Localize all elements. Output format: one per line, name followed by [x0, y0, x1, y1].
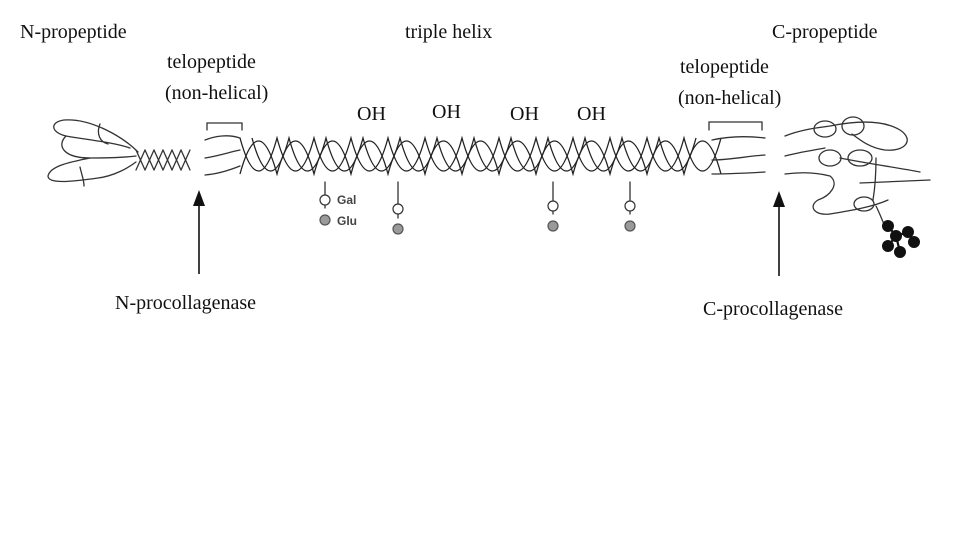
- telopeptide-left-label: telopeptide: [167, 51, 256, 73]
- glycosylation-site-1: Gal Glu: [319, 181, 357, 228]
- n-terminal-helix: [135, 149, 191, 171]
- telopeptide-right-sublabel: (non-helical): [678, 87, 781, 109]
- c-propeptide-domain: [784, 116, 931, 258]
- glucose-icon: [624, 220, 636, 232]
- glycosylation-site-2: [392, 181, 404, 235]
- glycosylation-site-3: [547, 181, 559, 232]
- c-terminal-glycan-cluster: [882, 220, 920, 258]
- hydroxyl-label: OH: [510, 103, 539, 125]
- galactose-icon: [624, 200, 636, 212]
- glucose-icon: [319, 214, 331, 226]
- n-procollagenase-label: N-procollagenase: [115, 292, 256, 314]
- n-propeptide-label: N-propeptide: [20, 21, 127, 43]
- left-telopeptide: [204, 122, 243, 176]
- hydroxyl-label: OH: [577, 103, 606, 125]
- glycosylation-site-4: [624, 181, 636, 232]
- right-telopeptide: [708, 121, 766, 175]
- galactose-icon: [392, 203, 404, 215]
- triple-helix: [239, 135, 722, 177]
- n-propeptide-domain: [47, 119, 191, 187]
- c-procollagenase-label: C-procollagenase: [703, 298, 843, 320]
- c-procollagenase-arrow: [773, 191, 785, 276]
- hydroxyl-label: OH: [357, 103, 386, 125]
- glucose-icon: [392, 223, 404, 235]
- telopeptide-right-label: telopeptide: [680, 56, 769, 78]
- galactose-icon: [319, 194, 331, 206]
- gal-label: Gal: [337, 193, 356, 207]
- n-procollagenase-arrow: [193, 190, 205, 274]
- glu-label: Glu: [337, 214, 357, 228]
- c-propeptide-label: C-propeptide: [772, 21, 878, 43]
- hydroxyl-label: OH: [432, 101, 461, 123]
- telopeptide-left-sublabel: (non-helical): [165, 82, 268, 104]
- triple-helix-label: triple helix: [405, 21, 492, 43]
- galactose-icon: [547, 200, 559, 212]
- glucose-icon: [547, 220, 559, 232]
